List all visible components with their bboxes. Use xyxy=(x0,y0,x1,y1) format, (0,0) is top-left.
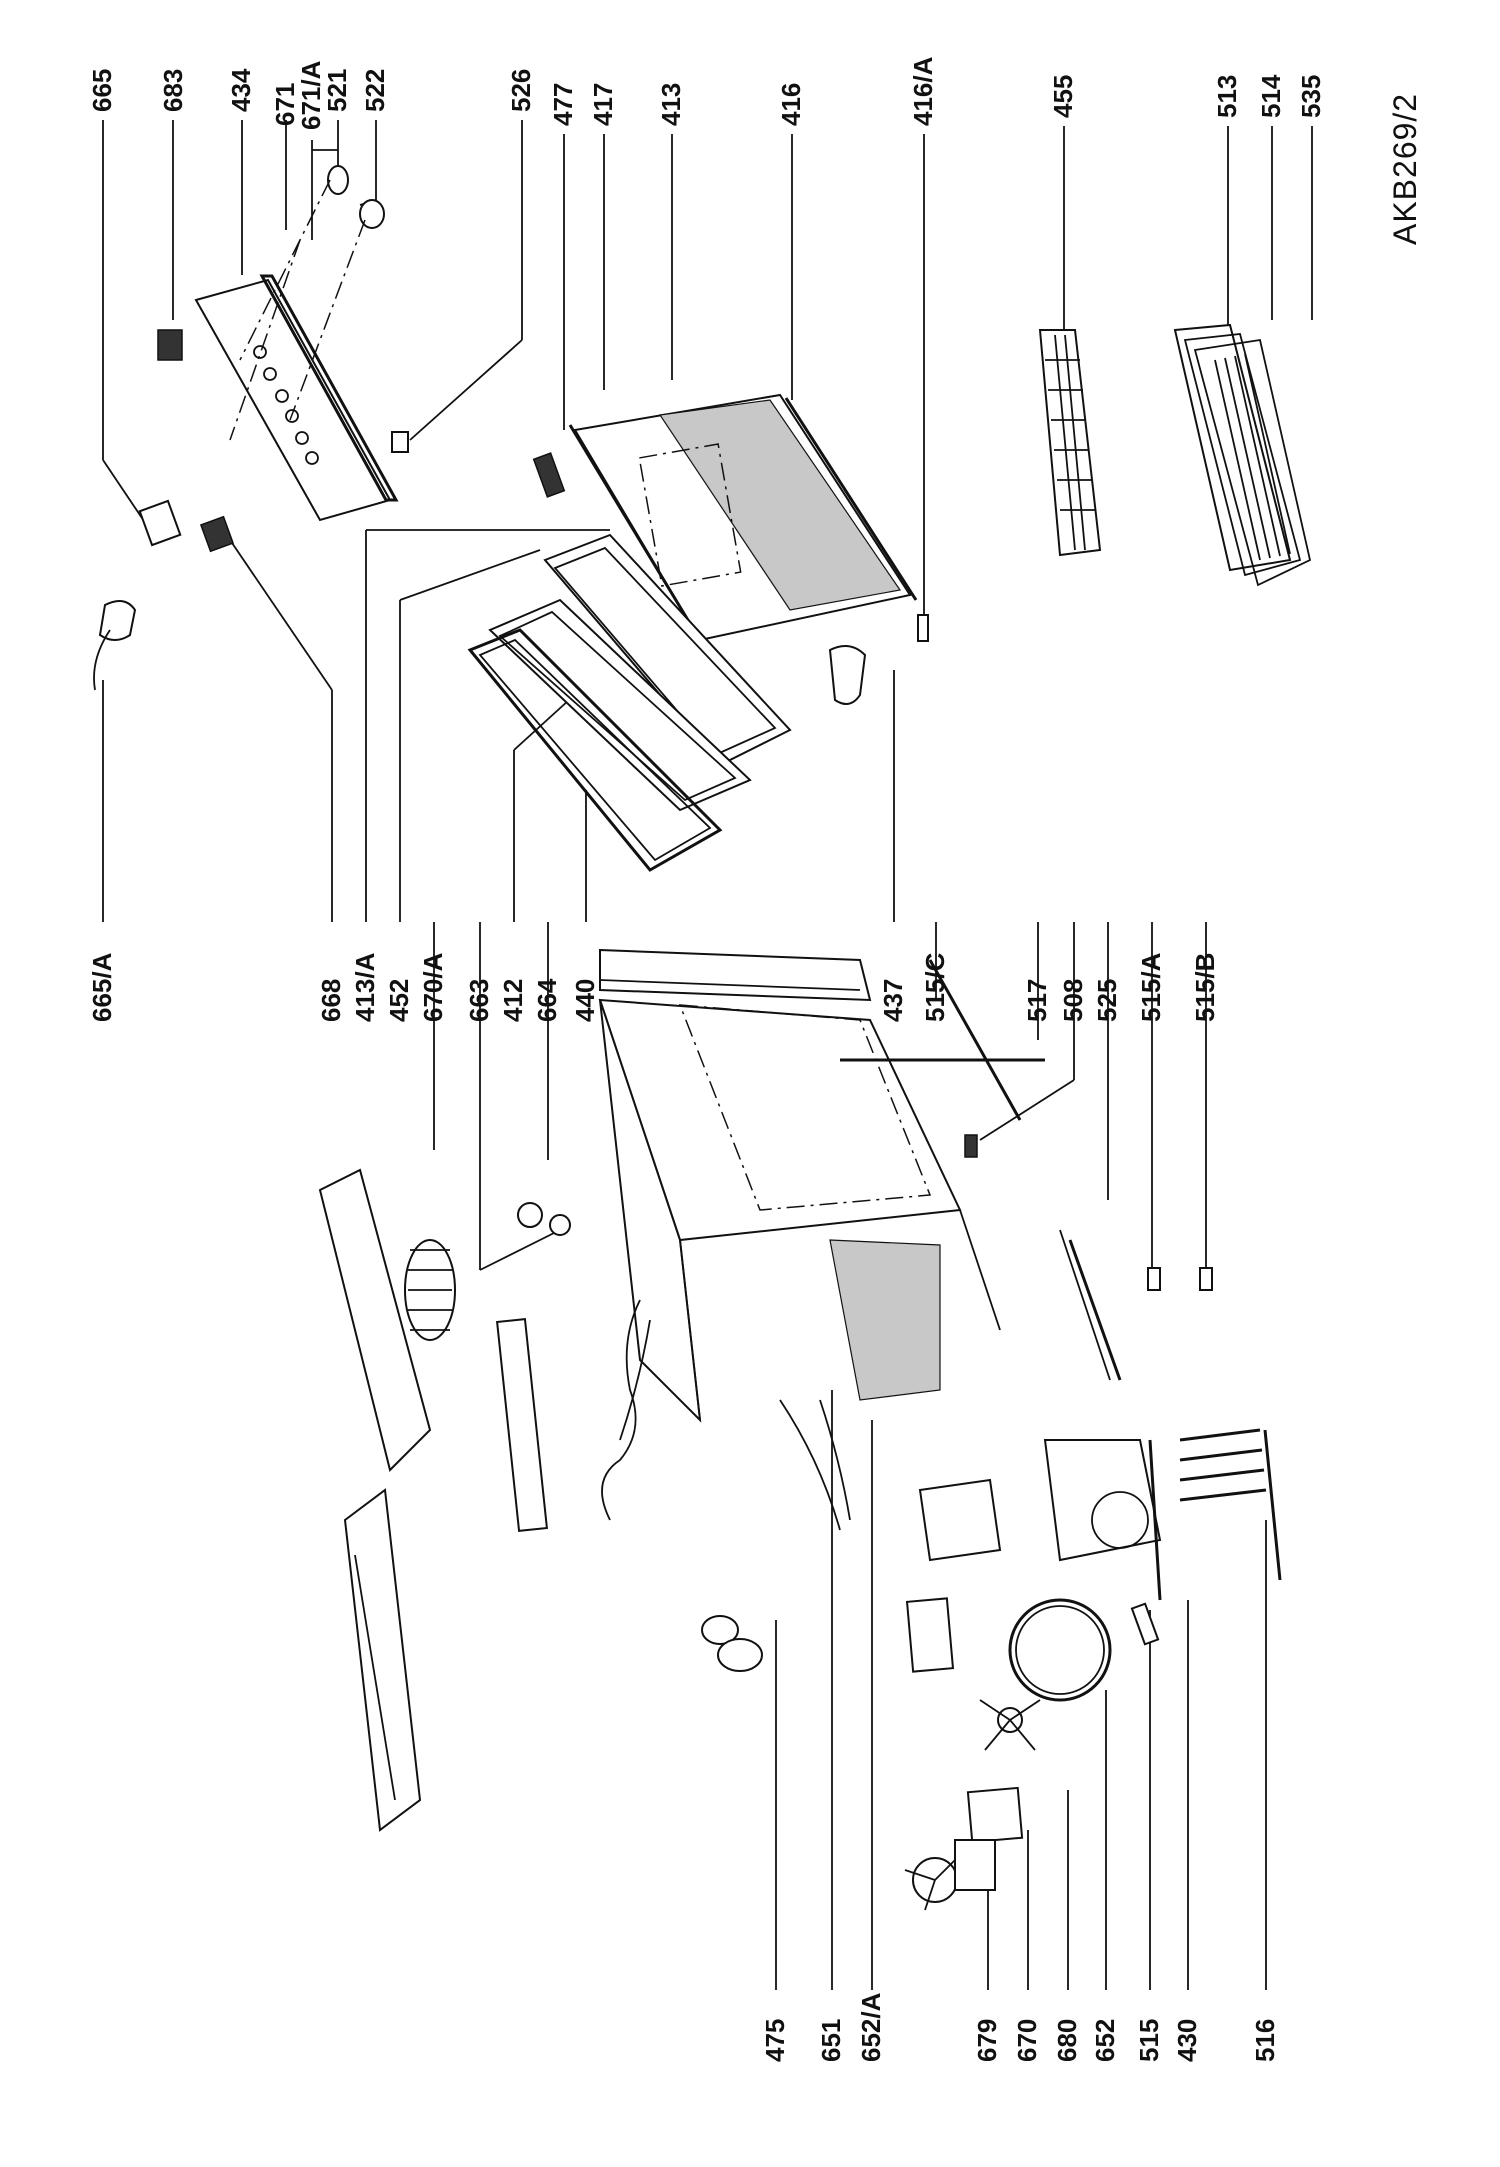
label-413a: 413/A xyxy=(350,952,380,1022)
label-671a: 671/A xyxy=(296,60,326,130)
label-651: 651 xyxy=(816,2019,846,2062)
oven-door-assembly xyxy=(467,393,929,872)
label-671: 671 xyxy=(270,83,300,126)
label-475: 475 xyxy=(760,2019,790,2062)
label-670a: 670/A xyxy=(418,952,448,1022)
label-679: 679 xyxy=(972,2019,1002,2062)
label-525: 525 xyxy=(1092,979,1122,1022)
label-477: 477 xyxy=(548,83,578,126)
label-522: 522 xyxy=(360,69,390,112)
leader-lines xyxy=(102,120,1313,1990)
oven-shelf-and-trays xyxy=(1038,323,1312,587)
label-412: 412 xyxy=(498,979,528,1022)
label-664: 664 xyxy=(532,978,562,1022)
label-665a: 665/A xyxy=(87,952,117,1022)
label-437: 437 xyxy=(878,979,908,1022)
label-416a: 416/A xyxy=(908,56,938,126)
top-labels: 665 683 434 671 671/A 521 522 526 477 41… xyxy=(87,56,1423,245)
label-663: 663 xyxy=(464,979,494,1022)
middle-labels: 665/A 668 413/A 452 670/A 663 412 664 44… xyxy=(87,952,1220,1022)
label-508: 508 xyxy=(1058,979,1088,1022)
control-panel-assembly xyxy=(93,165,409,691)
label-670: 670 xyxy=(1012,2019,1042,2062)
label-516: 516 xyxy=(1250,2019,1280,2062)
label-413: 413 xyxy=(656,83,686,126)
label-652: 652 xyxy=(1090,2019,1120,2062)
drawing-code: AKB269/2 xyxy=(1387,93,1423,245)
label-452: 452 xyxy=(384,979,414,1022)
label-440: 440 xyxy=(570,979,600,1022)
label-514: 514 xyxy=(1256,74,1286,118)
label-513: 513 xyxy=(1212,75,1242,118)
label-680: 680 xyxy=(1052,2019,1082,2062)
fan-and-grill-assembly xyxy=(701,1428,1282,1911)
label-526: 526 xyxy=(506,69,536,112)
label-517: 517 xyxy=(1022,979,1052,1022)
label-683: 683 xyxy=(158,69,188,112)
label-416: 416 xyxy=(776,83,806,126)
label-515a: 515/A xyxy=(1136,952,1166,1022)
label-665: 665 xyxy=(87,69,117,112)
label-430: 430 xyxy=(1172,2019,1202,2062)
label-515b: 515/B xyxy=(1190,953,1220,1022)
label-521: 521 xyxy=(322,69,352,112)
bottom-labels: 475 651 652/A 679 670 680 652 515 430 51… xyxy=(760,1992,1280,2062)
label-652a: 652/A xyxy=(856,1992,886,2062)
oven-cavity-assembly xyxy=(318,948,1213,1832)
label-434: 434 xyxy=(226,68,256,112)
label-535: 535 xyxy=(1296,75,1326,118)
label-417: 417 xyxy=(588,83,618,126)
label-668: 668 xyxy=(316,979,346,1022)
label-455: 455 xyxy=(1048,75,1078,118)
label-515: 515 xyxy=(1134,2019,1164,2062)
